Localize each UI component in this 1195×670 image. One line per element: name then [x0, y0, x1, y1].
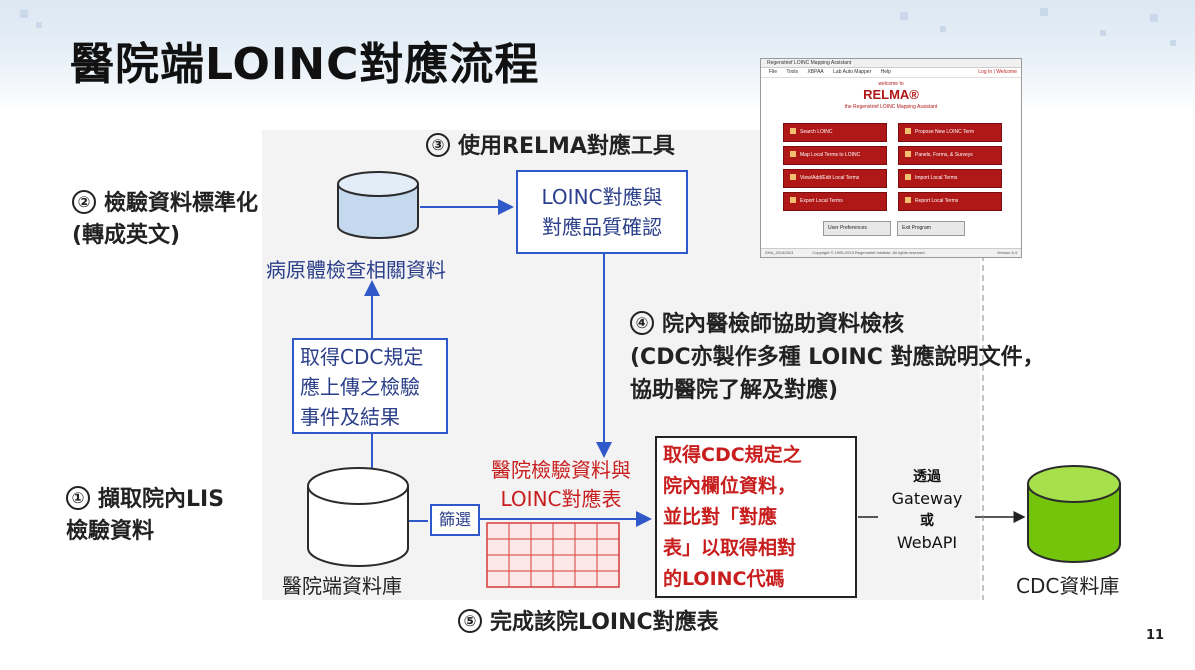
transfer-line4: WebAPI — [896, 533, 958, 552]
cdc-event-line3: 事件及結果 — [300, 405, 400, 429]
relma-search-loinc-button[interactable]: Search LOINC — [783, 123, 887, 142]
pathogen-data-label: 病原體檢查相關資料 — [266, 258, 446, 282]
relma-map-local-terms-button[interactable]: Map Local Terms to LOINC — [783, 146, 887, 165]
import-icon — [905, 174, 911, 180]
relma-footer-left: SHA_20140313 — [765, 250, 794, 255]
relma-menubar: File Tools XBPAA Lab Auto Mapper Help Lo… — [761, 68, 1021, 78]
step2-line1: 檢驗資料標準化 — [104, 191, 259, 216]
mapping-table-label: 醫院檢驗資料與 LOINC對應表 — [472, 456, 650, 514]
panels-icon — [905, 151, 911, 157]
relma-exit-button[interactable]: Exit Program — [897, 221, 965, 236]
field-match-line3: 並比對「對應 — [663, 506, 778, 528]
step2-label: ② 檢驗資料標準化 (轉成英文) — [72, 188, 258, 252]
step4-label: ④ 院內醫檢師協助資料檢核 (CDC亦製作多種 LOINC 對應說明文件， 協助醫… — [630, 308, 1045, 407]
relma-subtitle: the Regenstrief LOINC Mapping Assistant — [844, 104, 938, 110]
relma-menu-lab-auto-mapper[interactable]: Lab Auto Mapper — [833, 69, 872, 75]
relma-btn-label: Panels, Forms, & Surveys — [915, 152, 973, 158]
loinc-mapping-line2: 對應品質確認 — [542, 215, 662, 239]
relma-view-edit-terms-button[interactable]: View/Add/Edit Local Terms — [783, 169, 887, 188]
transfer-line3: 或 — [920, 513, 934, 529]
relma-btn-label: Report Local Terms — [915, 198, 959, 204]
step3-number: ③ — [426, 133, 450, 157]
relma-logo: RELMA® — [863, 87, 919, 102]
step1-label: ① 擷取院內LIS 檢驗資料 — [66, 484, 224, 548]
step3-text: 使用RELMA對應工具 — [458, 134, 675, 159]
relma-menu-xbpaa[interactable]: XBPAA — [807, 69, 824, 75]
relma-screenshot: Regenstrief LOINC Mapping Assistant File… — [760, 58, 1022, 258]
step4-number: ④ — [630, 311, 654, 335]
relma-menu-help[interactable]: Help — [880, 69, 891, 75]
step2-line2: (轉成英文) — [72, 223, 181, 248]
loinc-mapping-box: LOINC對應與 對應品質確認 — [516, 170, 688, 254]
relma-user-preferences-button[interactable]: User Preferences — [823, 221, 891, 236]
relma-btn-label: View/Add/Edit Local Terms — [800, 175, 860, 181]
export-icon — [790, 197, 796, 203]
field-match-line4: 表」以取得相對 — [663, 537, 797, 559]
map-icon — [790, 151, 796, 157]
field-match-line5: 的LOINC代碼 — [663, 568, 785, 590]
step1-line2: 檢驗資料 — [66, 519, 155, 544]
cdc-database-cylinder — [1027, 465, 1121, 563]
hospital-database-cylinder — [307, 467, 409, 567]
relma-login-link[interactable]: Log In | Welcome — [978, 69, 1017, 75]
propose-icon — [905, 128, 911, 134]
relma-menu-file[interactable]: File — [769, 69, 778, 75]
step2-number: ② — [72, 190, 96, 214]
slide-title: 醫院端LOINC對應流程 — [70, 39, 540, 90]
relma-welcome: welcome to — [878, 81, 904, 87]
cdc-event-box: 取得CDC規定 應上傳之檢驗 事件及結果 — [292, 338, 448, 434]
relma-panels-forms-button[interactable]: Panels, Forms, & Surveys — [898, 146, 1002, 165]
relma-footer-version: Version 6.4 — [996, 250, 1017, 255]
transfer-line2: Gateway — [891, 489, 963, 508]
transfer-line1: 透過 — [913, 469, 941, 485]
relma-import-terms-button[interactable]: Import Local Terms — [898, 169, 1002, 188]
mapping-table-line2: LOINC對應表 — [500, 487, 622, 511]
step5-number: ⑤ — [458, 609, 482, 633]
edit-icon — [790, 174, 796, 180]
relma-btn-label: Import Local Terms — [915, 175, 958, 181]
cdc-event-line2: 應上傳之檢驗 — [300, 375, 420, 399]
step1-line1: 擷取院內LIS — [98, 487, 225, 512]
report-icon — [905, 197, 911, 203]
loinc-mapping-line1: LOINC對應與 — [541, 185, 663, 209]
step3-label: ③ 使用RELMA對應工具 — [426, 128, 675, 160]
relma-footer-copyright: Copyright © 1995-2013 Regenstrief Instit… — [812, 250, 926, 255]
filter-box: 篩選 — [430, 504, 480, 536]
relma-menu-tools[interactable]: Tools — [786, 69, 799, 75]
transfer-method-label: 透過 Gateway 或 WebAPI — [872, 466, 982, 554]
step5-label: ⑤ 完成該院LOINC對應表 — [458, 604, 719, 636]
relma-btn-label: Propose New LOINC Term — [915, 129, 975, 135]
relma-report-terms-button[interactable]: Report Local Terms — [898, 192, 1002, 211]
step4-line2: (CDC亦製作多種 LOINC 對應說明文件， — [630, 345, 1045, 370]
mapping-table-grid — [486, 522, 620, 588]
field-match-line2: 院內欄位資料， — [663, 475, 797, 497]
cdc-field-match-box: 取得CDC規定之 院內欄位資料， 並比對「對應 表」以取得相對 的LOINC代碼 — [655, 436, 857, 598]
pathogen-data-cylinder — [337, 171, 419, 239]
cdc-event-line1: 取得CDC規定 — [300, 345, 424, 369]
relma-footer: SHA_20140313 Copyright © 1995-2013 Regen… — [761, 248, 1021, 257]
step4-line1: 院內醫檢師協助資料檢核 — [662, 312, 905, 337]
relma-titlebar: Regenstrief LOINC Mapping Assistant — [761, 59, 1021, 68]
relma-btn-label: Search LOINC — [800, 129, 833, 135]
relma-propose-term-button[interactable]: Propose New LOINC Term — [898, 123, 1002, 142]
relma-export-terms-button[interactable]: Export Local Terms — [783, 192, 887, 211]
step4-line3: 協助醫院了解及對應) — [630, 378, 839, 403]
relma-btn-label: Exit Program — [902, 225, 931, 231]
relma-btn-label: Map Local Terms to LOINC — [800, 152, 861, 158]
relma-btn-label: User Preferences — [828, 225, 867, 231]
search-icon — [790, 128, 796, 134]
cdc-db-label: CDC資料庫 — [1016, 574, 1120, 598]
relma-btn-label: Export Local Terms — [800, 198, 843, 204]
step1-number: ① — [66, 486, 90, 510]
field-match-line1: 取得CDC規定之 — [663, 444, 802, 466]
page-number: 11 — [1146, 628, 1165, 643]
mapping-table-line1: 醫院檢驗資料與 — [491, 458, 631, 482]
hospital-db-label: 醫院端資料庫 — [282, 574, 402, 598]
step5-text: 完成該院LOINC對應表 — [490, 610, 719, 635]
